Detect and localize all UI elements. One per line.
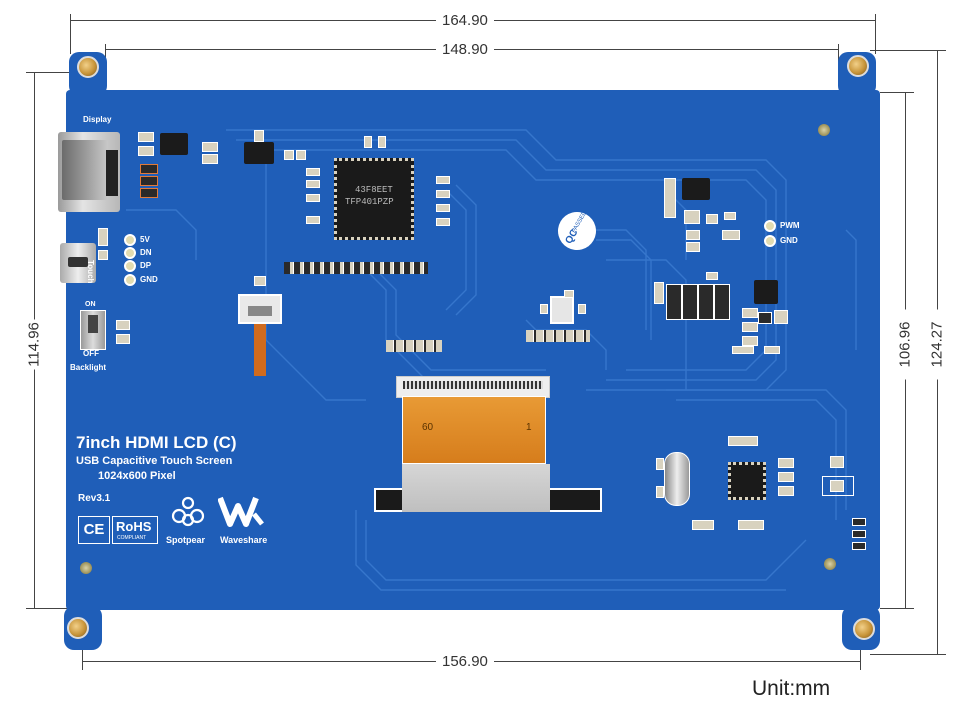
dim-right-inner-label: 106.96 xyxy=(892,309,918,380)
chip-marking-line1: 43F8EET xyxy=(355,185,393,195)
standoff-bottom-right xyxy=(853,618,875,640)
spotpear-text: Spotpear xyxy=(166,535,206,545)
qc-passed-text: PASSED xyxy=(571,210,589,235)
waveshare-logo-icon xyxy=(217,494,268,528)
switch-off-label: OFF xyxy=(83,349,99,358)
tfp401-chip: 43F8EET TFP401PZP xyxy=(334,158,414,240)
dim-top-outer-label: 164.90 xyxy=(436,12,494,29)
capacitor-large xyxy=(664,178,676,218)
hdmi-connector xyxy=(58,132,120,212)
board-subtitle: USB Capacitive Touch Screen xyxy=(76,455,233,467)
micro-usb-port xyxy=(60,243,96,283)
ce-mark: CE xyxy=(78,516,110,544)
crystal-oscillator xyxy=(664,452,690,506)
usb-pin-dn: DN xyxy=(140,248,152,257)
touch-fpc-connector xyxy=(238,294,282,324)
display-fpc-connector xyxy=(396,376,550,398)
usb-pin-dp: DP xyxy=(140,261,152,270)
pwm-pin-label: PWM xyxy=(780,221,800,230)
dim-left-label: 114.96 xyxy=(21,319,47,370)
dim-top-inner-label: 148.90 xyxy=(436,41,494,58)
chip-marking-line2: TFP401PZP xyxy=(345,197,394,207)
usb-pin-gnd: GND xyxy=(140,275,158,284)
resistor-array-row xyxy=(284,262,428,274)
gnd-pin-label: GND xyxy=(780,236,798,245)
waveshare-text: Waveshare xyxy=(220,535,268,545)
switch-on-label: ON xyxy=(85,301,96,308)
dim-bottom-label: 156.90 xyxy=(436,653,494,670)
touch-label: Touch xyxy=(86,260,95,284)
rohs-text: RoHS xyxy=(116,519,152,534)
display-label: Display xyxy=(83,115,112,124)
standoff-bottom-left xyxy=(67,617,89,639)
board-title: 7inch HDMI LCD (C) xyxy=(76,433,237,452)
standoff-top-left xyxy=(77,56,99,78)
mounting-pad xyxy=(818,124,830,136)
board-resolution: 1024x600 Pixel xyxy=(98,470,176,482)
backlight-label: Backlight xyxy=(70,363,107,372)
mounting-pad xyxy=(824,558,836,570)
mounting-pad xyxy=(80,562,92,574)
display-ribbon-cable xyxy=(402,396,546,464)
unit-label: Unit:mm xyxy=(752,677,831,700)
backlight-switch xyxy=(80,310,106,350)
board-revision: Rev3.1 xyxy=(78,493,111,504)
pcb-board: Display 7inch HDMI LCD (C) USB Capacitiv… xyxy=(58,90,880,610)
pcb-traces xyxy=(126,129,857,591)
usb-pin-5v: 5V xyxy=(140,235,150,244)
ribbon-pin-1: 1 xyxy=(526,422,532,433)
rohs-mark: RoHS COMPLIANT xyxy=(112,516,158,544)
standoff-top-right xyxy=(847,55,869,77)
mosfet xyxy=(682,178,710,200)
boost-ic xyxy=(754,280,778,304)
ribbon-pin-60: 60 xyxy=(422,422,434,433)
touch-controller-ic xyxy=(728,462,766,500)
dim-right-outer-label: 124.27 xyxy=(924,309,950,380)
spotpear-logo-icon xyxy=(170,494,206,530)
rohs-compliant-text: COMPLIANT xyxy=(117,535,147,541)
voltage-regulator xyxy=(244,142,274,164)
